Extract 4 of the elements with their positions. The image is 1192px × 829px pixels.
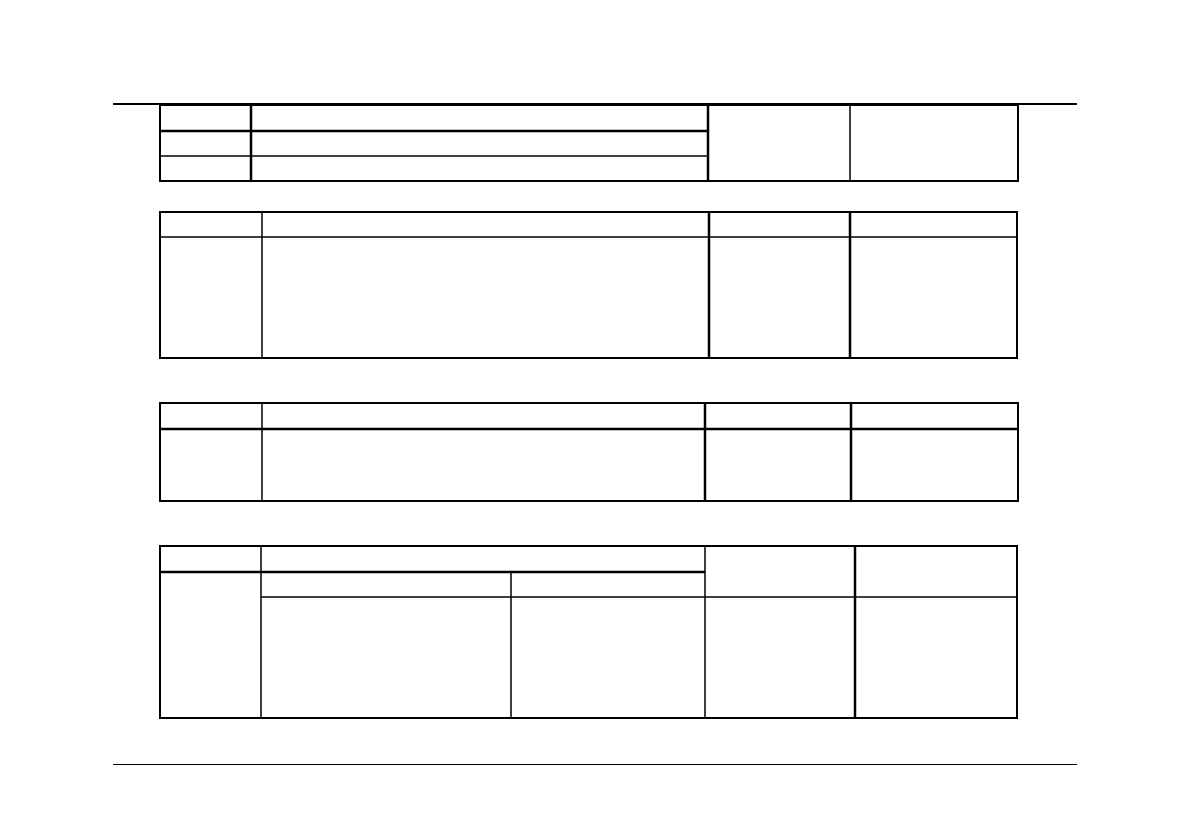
empty-table — [160, 546, 1017, 718]
empty-table — [160, 212, 1017, 358]
empty-table — [160, 403, 1018, 501]
empty-table — [160, 105, 1018, 181]
